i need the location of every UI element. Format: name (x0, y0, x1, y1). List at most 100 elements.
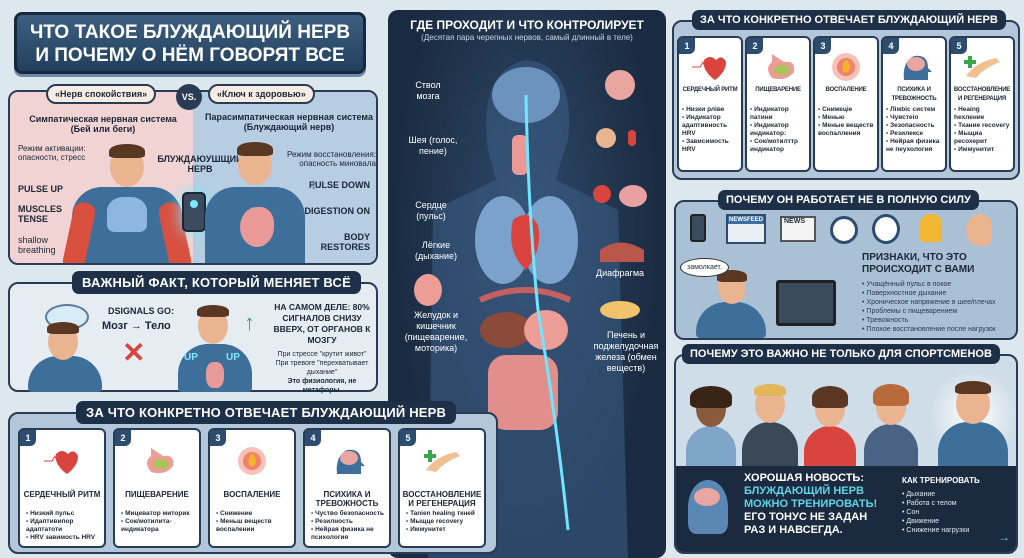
how-item: Сон (902, 508, 969, 517)
label-neck: Шея (голос, пение) (408, 135, 458, 156)
up-label: UP (184, 352, 198, 363)
card-title: ПИЩЕВАРЕНИЕ (755, 87, 801, 93)
pancreas-icon (600, 301, 640, 319)
label-brainstem: Ствол мозга (415, 80, 441, 101)
shallow-breathing-label: shallow breathing (18, 235, 56, 255)
diaphragm-icon (600, 242, 644, 262)
sign-item: Проблемы с пищеварением (862, 307, 996, 316)
title-line-1: ЧТО ТАКОЕ БЛУЖДАЮЩИЙ НЕРВ (29, 22, 351, 43)
bell-icon (920, 214, 942, 242)
card-bullet: Меные веществ воспалления (818, 122, 875, 138)
cross-icon: ✕ (122, 337, 146, 368)
card-icon (232, 446, 272, 481)
card-icon (758, 52, 798, 87)
how-item: Работа с телом (902, 499, 969, 508)
sign-item: Поверхностное дыхание (862, 289, 996, 298)
sign-item: Учащённый пульс в покое (862, 280, 996, 289)
athletes-panel: ХОРОШАЯ НОВОСТЬ: БЛУЖДАЮЩИЙ НЕРВ МОЖНО Т… (674, 354, 1018, 554)
card-icon (962, 52, 1002, 87)
sympathetic-title-text: Симпатическая нервная система (29, 114, 177, 124)
good-news-rest: ЕГО ТОНУС НЕ ЗАДАН РАЗ И НАВСЕГДА. (744, 511, 868, 536)
card-number: 5 (400, 430, 416, 446)
card-number: 4 (883, 38, 899, 54)
stomach-icon (206, 362, 224, 388)
card-bullet: Мицеватор миторик (121, 510, 196, 518)
newspaper-icon: NEWS (780, 216, 816, 242)
card-bullets: Низки рлівеИндикатор адаптивность HRVЗав… (682, 106, 739, 154)
card-bullet: Иммунитит (954, 146, 1011, 154)
arrow-down-icon: ↓ (310, 176, 318, 193)
stomach-shape (524, 310, 568, 350)
head-brain-icon (688, 480, 728, 534)
card-bullet: Сок/мотилита-индикатора (121, 518, 196, 534)
brain-icon (605, 70, 635, 100)
digestion-on-label: DIGESTION ON (304, 206, 370, 216)
why-header: ПОЧЕМУ ОН РАБОТАЕТ НЕ В ПОЛНУЮ СИЛУ (718, 190, 979, 210)
computer-monitor-icon (776, 280, 836, 326)
anatomy-subtitle: (Десятая пара черепных нервов, самый дли… (421, 33, 633, 42)
parasympathetic-title-text: Парасимпатическая нервная система (205, 112, 373, 122)
card-title: ВОСПАЛЕНИЕ (825, 87, 867, 93)
brain-icon (903, 55, 932, 80)
parasympathetic-title: Парасимпатическая нервная система(Блужда… (202, 112, 376, 132)
sympathetic-subtitle: (Бей или беги) (70, 124, 136, 134)
signs-title: ПРИЗНАКИ, ЧТО ЭТО ПРОИСХОДИТ С ВАМИ (862, 252, 975, 275)
fact-panel: DSIGNALS GO: Мозг → Тело ✕ UP UP ↑ НА СА… (8, 282, 378, 395)
card-icon (690, 52, 730, 87)
label-gut: Желудок и кишечник (пищеварение, моторик… (404, 310, 468, 353)
card-bullet: Снижение (216, 510, 291, 518)
diaphragm-shape (478, 287, 572, 303)
card-icon (894, 52, 934, 87)
card-number: 4 (305, 430, 321, 446)
card-bullets: Лімbic системЧувстеіоЗезопасностьРезилек… (886, 106, 943, 154)
card-icon (422, 446, 462, 481)
card-number: 1 (20, 430, 36, 446)
heart-icon (593, 185, 611, 203)
card-bullet: Идаптивипор адаптатоти (26, 518, 101, 534)
anatomy-title: ГДЕ ПРОХОДИТ И ЧТО КОНТРОЛИРУЕТ (410, 18, 644, 32)
fact-header: ВАЖНЫЙ ФАКТ, КОТОРЫЙ МЕНЯЕТ ВСЁ (72, 271, 361, 294)
newsfeed-label: NEWSFEED (728, 216, 764, 224)
clock-icon (830, 216, 858, 244)
functions-header-left: ЗА ЧТО КОНКРЕТНО ОТВЕЧАЕТ БЛУЖДАЮЩИЙ НЕР… (76, 401, 457, 424)
head-profile-icon (596, 128, 616, 148)
card-bullet: Индикатор индикатор: (750, 122, 807, 138)
breathing-head-icon (966, 214, 992, 246)
sign-item: Тревожность (862, 316, 996, 325)
larynx-shape (512, 135, 528, 175)
card-bullet: Низки рліве (682, 106, 739, 114)
fact-notes: При стрессе "крутит живот"При тревоге "п… (268, 350, 376, 395)
muscles-tense-label: MUSCLES TENSE (18, 204, 63, 224)
card-number: 2 (115, 430, 131, 446)
card-bullet: Нейрая физика не пeухология (886, 138, 943, 154)
arrow-right-icon: → (998, 530, 1010, 544)
card-bullets: Индикатор патиниИндикатор индикатор:Сок/… (750, 106, 807, 154)
sympathetic-mode: Режим активации: опасности, стресс (18, 144, 86, 162)
card-bullets: СнижениеМеньш веществ воспалении (216, 510, 291, 534)
health-key-pill: «Ключ к здоровью» (208, 84, 315, 104)
card-bullet: Низкий пульс (26, 510, 101, 518)
card-bullet: Сок/мотилттр индикатор (750, 138, 807, 154)
card-bullet: HRV завимость HRV (26, 534, 101, 542)
comparison-panel: Симпатическая нервная система(Бей или бе… (8, 90, 378, 265)
truth-text: НА САМОМ ДЕЛЕ: 80% СИГНАЛОВ СНИЗУ ВВЕРХ,… (273, 302, 371, 345)
label-liver-pancreas: Печень и поджелудочная железа (обмен вещ… (593, 330, 659, 373)
card-number: 2 (747, 38, 763, 54)
vs-badge: VS. (176, 84, 202, 110)
card-bullet: Мыщце recovery (406, 518, 481, 526)
why-panel: NEWSFEED NEWS замолкает. ПРИЗНАКИ, ЧТО Э… (674, 200, 1018, 340)
speech-bubble: замолкает. (680, 258, 729, 277)
card-bullet: Нейрая физика не психология (311, 526, 386, 542)
card-bullet: Ткание reсovегу (954, 122, 1011, 130)
parasympathetic-subtitle: (Блуждающий нерв) (243, 122, 335, 132)
card-bullet: Иммунитет (406, 526, 481, 534)
page-title: ЧТО ТАКОЕ БЛУЖДАЮЩИЙ НЕРВ И ПОЧЕМУ О НЁМ… (14, 12, 366, 74)
fire-icon (238, 447, 266, 475)
card-bullet: Менью (818, 114, 875, 122)
arm-icon (964, 56, 1000, 78)
